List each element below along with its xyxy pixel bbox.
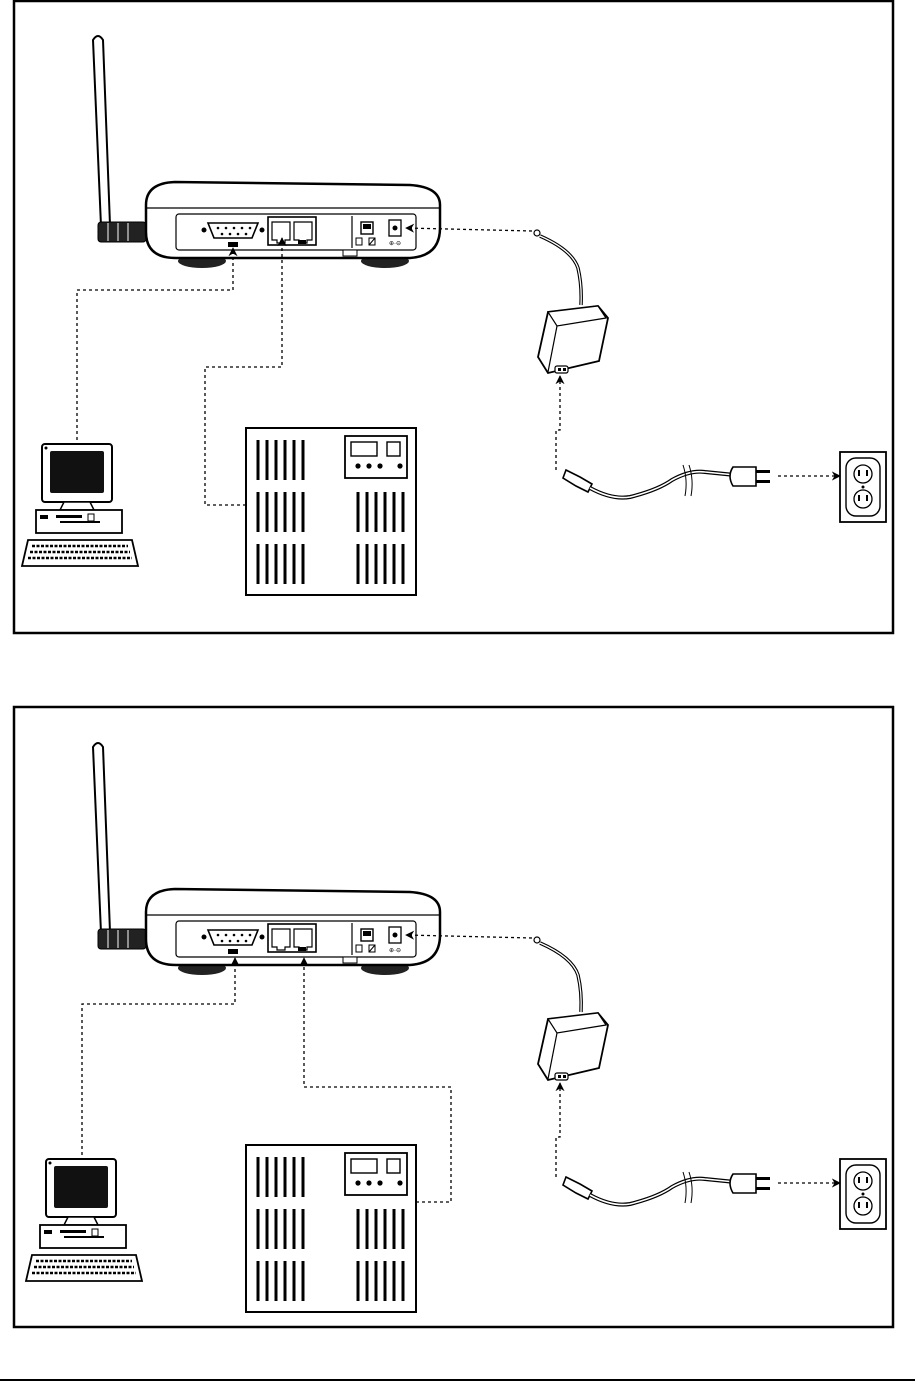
page-footer-rule [0,1379,915,1381]
panel-top [14,1,893,633]
panel-bottom [14,707,893,1327]
